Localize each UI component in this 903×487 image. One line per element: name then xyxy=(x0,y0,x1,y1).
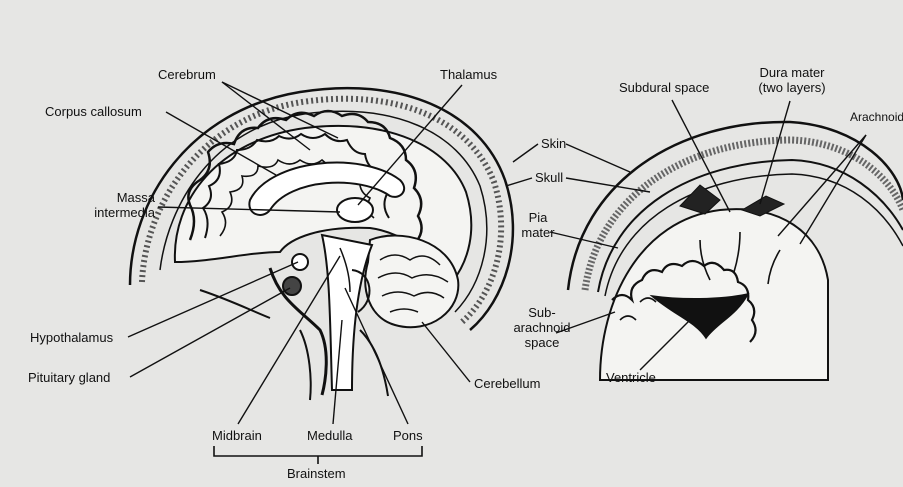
label-massa-line2: intermedia xyxy=(70,205,155,220)
label-thalamus: Thalamus xyxy=(440,67,497,82)
label-dura-line1: Dura mater xyxy=(748,65,836,80)
brainstem-shape xyxy=(322,235,372,390)
label-ventricle: Ventricle xyxy=(606,370,656,385)
label-dura-mater: Dura mater (two layers) xyxy=(748,65,836,95)
label-subdural-space: Subdural space xyxy=(619,80,709,95)
label-skin: Skin xyxy=(541,136,566,151)
label-massa-intermedia: Massa intermedia xyxy=(70,190,155,220)
label-massa-line1: Massa xyxy=(70,190,155,205)
label-cerebrum: Cerebrum xyxy=(158,67,216,82)
label-arachnoid: Arachnoid xyxy=(850,110,903,125)
label-subarachnoid-line1: Sub- xyxy=(503,305,581,320)
label-hypothalamus: Hypothalamus xyxy=(30,330,113,345)
coronal-brain-drawing xyxy=(568,122,903,380)
sagittal-brain-drawing xyxy=(130,88,513,400)
label-midbrain: Midbrain xyxy=(212,428,262,443)
label-pons: Pons xyxy=(393,428,423,443)
label-pia-line1: Pia xyxy=(518,210,558,225)
label-pia-mater: Pia mater xyxy=(518,210,558,240)
label-corpus-callosum: Corpus callosum xyxy=(45,104,142,119)
label-subarachnoid-space: Sub- arachnoid space xyxy=(503,305,581,350)
label-skull: Skull xyxy=(535,170,563,185)
hypothalamus-shape xyxy=(292,254,308,270)
brainstem-bracket xyxy=(214,446,422,464)
label-cerebellum: Cerebellum xyxy=(474,376,540,391)
pituitary-shape xyxy=(283,277,301,295)
label-subarachnoid-line2: arachnoid xyxy=(503,320,581,335)
label-medulla: Medulla xyxy=(307,428,353,443)
label-brainstem: Brainstem xyxy=(287,466,346,481)
label-pia-line2: mater xyxy=(518,225,558,240)
label-pituitary-gland: Pituitary gland xyxy=(28,370,110,385)
label-subarachnoid-line3: space xyxy=(503,335,581,350)
label-dura-line2: (two layers) xyxy=(748,80,836,95)
thalamus-shape xyxy=(337,198,373,222)
